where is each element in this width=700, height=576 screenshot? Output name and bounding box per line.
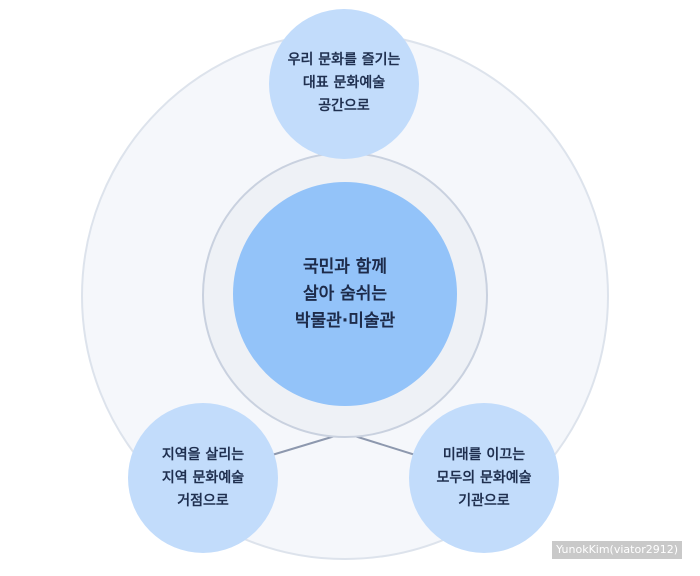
node-bottom-right-label: 미래를 이끄는 모두의 문화예술 기관으로	[409, 439, 559, 517]
node-bottom-right-line: 모두의 문화예술	[436, 469, 532, 486]
node-top-line: 공간으로	[318, 97, 370, 114]
center-line: 박물관·미술관	[294, 310, 396, 331]
node-bottom-right-line: 기관으로	[458, 492, 510, 509]
center-label: 국민과 함께 살아 숨쉬는 박물관·미술관	[245, 244, 445, 344]
node-top-line: 대표 문화예술	[302, 74, 386, 91]
node-bottom-left-line: 지역 문화예술	[161, 469, 245, 486]
node-bottom-left-label: 지역을 살리는 지역 문화예술 거점으로	[128, 439, 278, 517]
center-line: 살아 숨쉬는	[302, 283, 388, 304]
node-bottom-left-line: 거점으로	[177, 492, 229, 509]
node-bottom-right-line: 미래를 이끄는	[442, 446, 526, 463]
center-circle	[233, 182, 457, 406]
node-top-circle	[269, 9, 419, 159]
watermark: YunokKim(viator2912)	[552, 541, 682, 559]
node-top-line: 우리 문화를 즐기는	[287, 51, 401, 68]
node-bottom-left-line: 지역을 살리는	[161, 446, 245, 463]
node-top-label: 우리 문화를 즐기는 대표 문화예술 공간으로	[269, 44, 419, 122]
center-line: 국민과 함께	[302, 256, 388, 277]
node-bottom-left-circle	[128, 403, 278, 553]
node-bottom-right-circle	[409, 403, 559, 553]
